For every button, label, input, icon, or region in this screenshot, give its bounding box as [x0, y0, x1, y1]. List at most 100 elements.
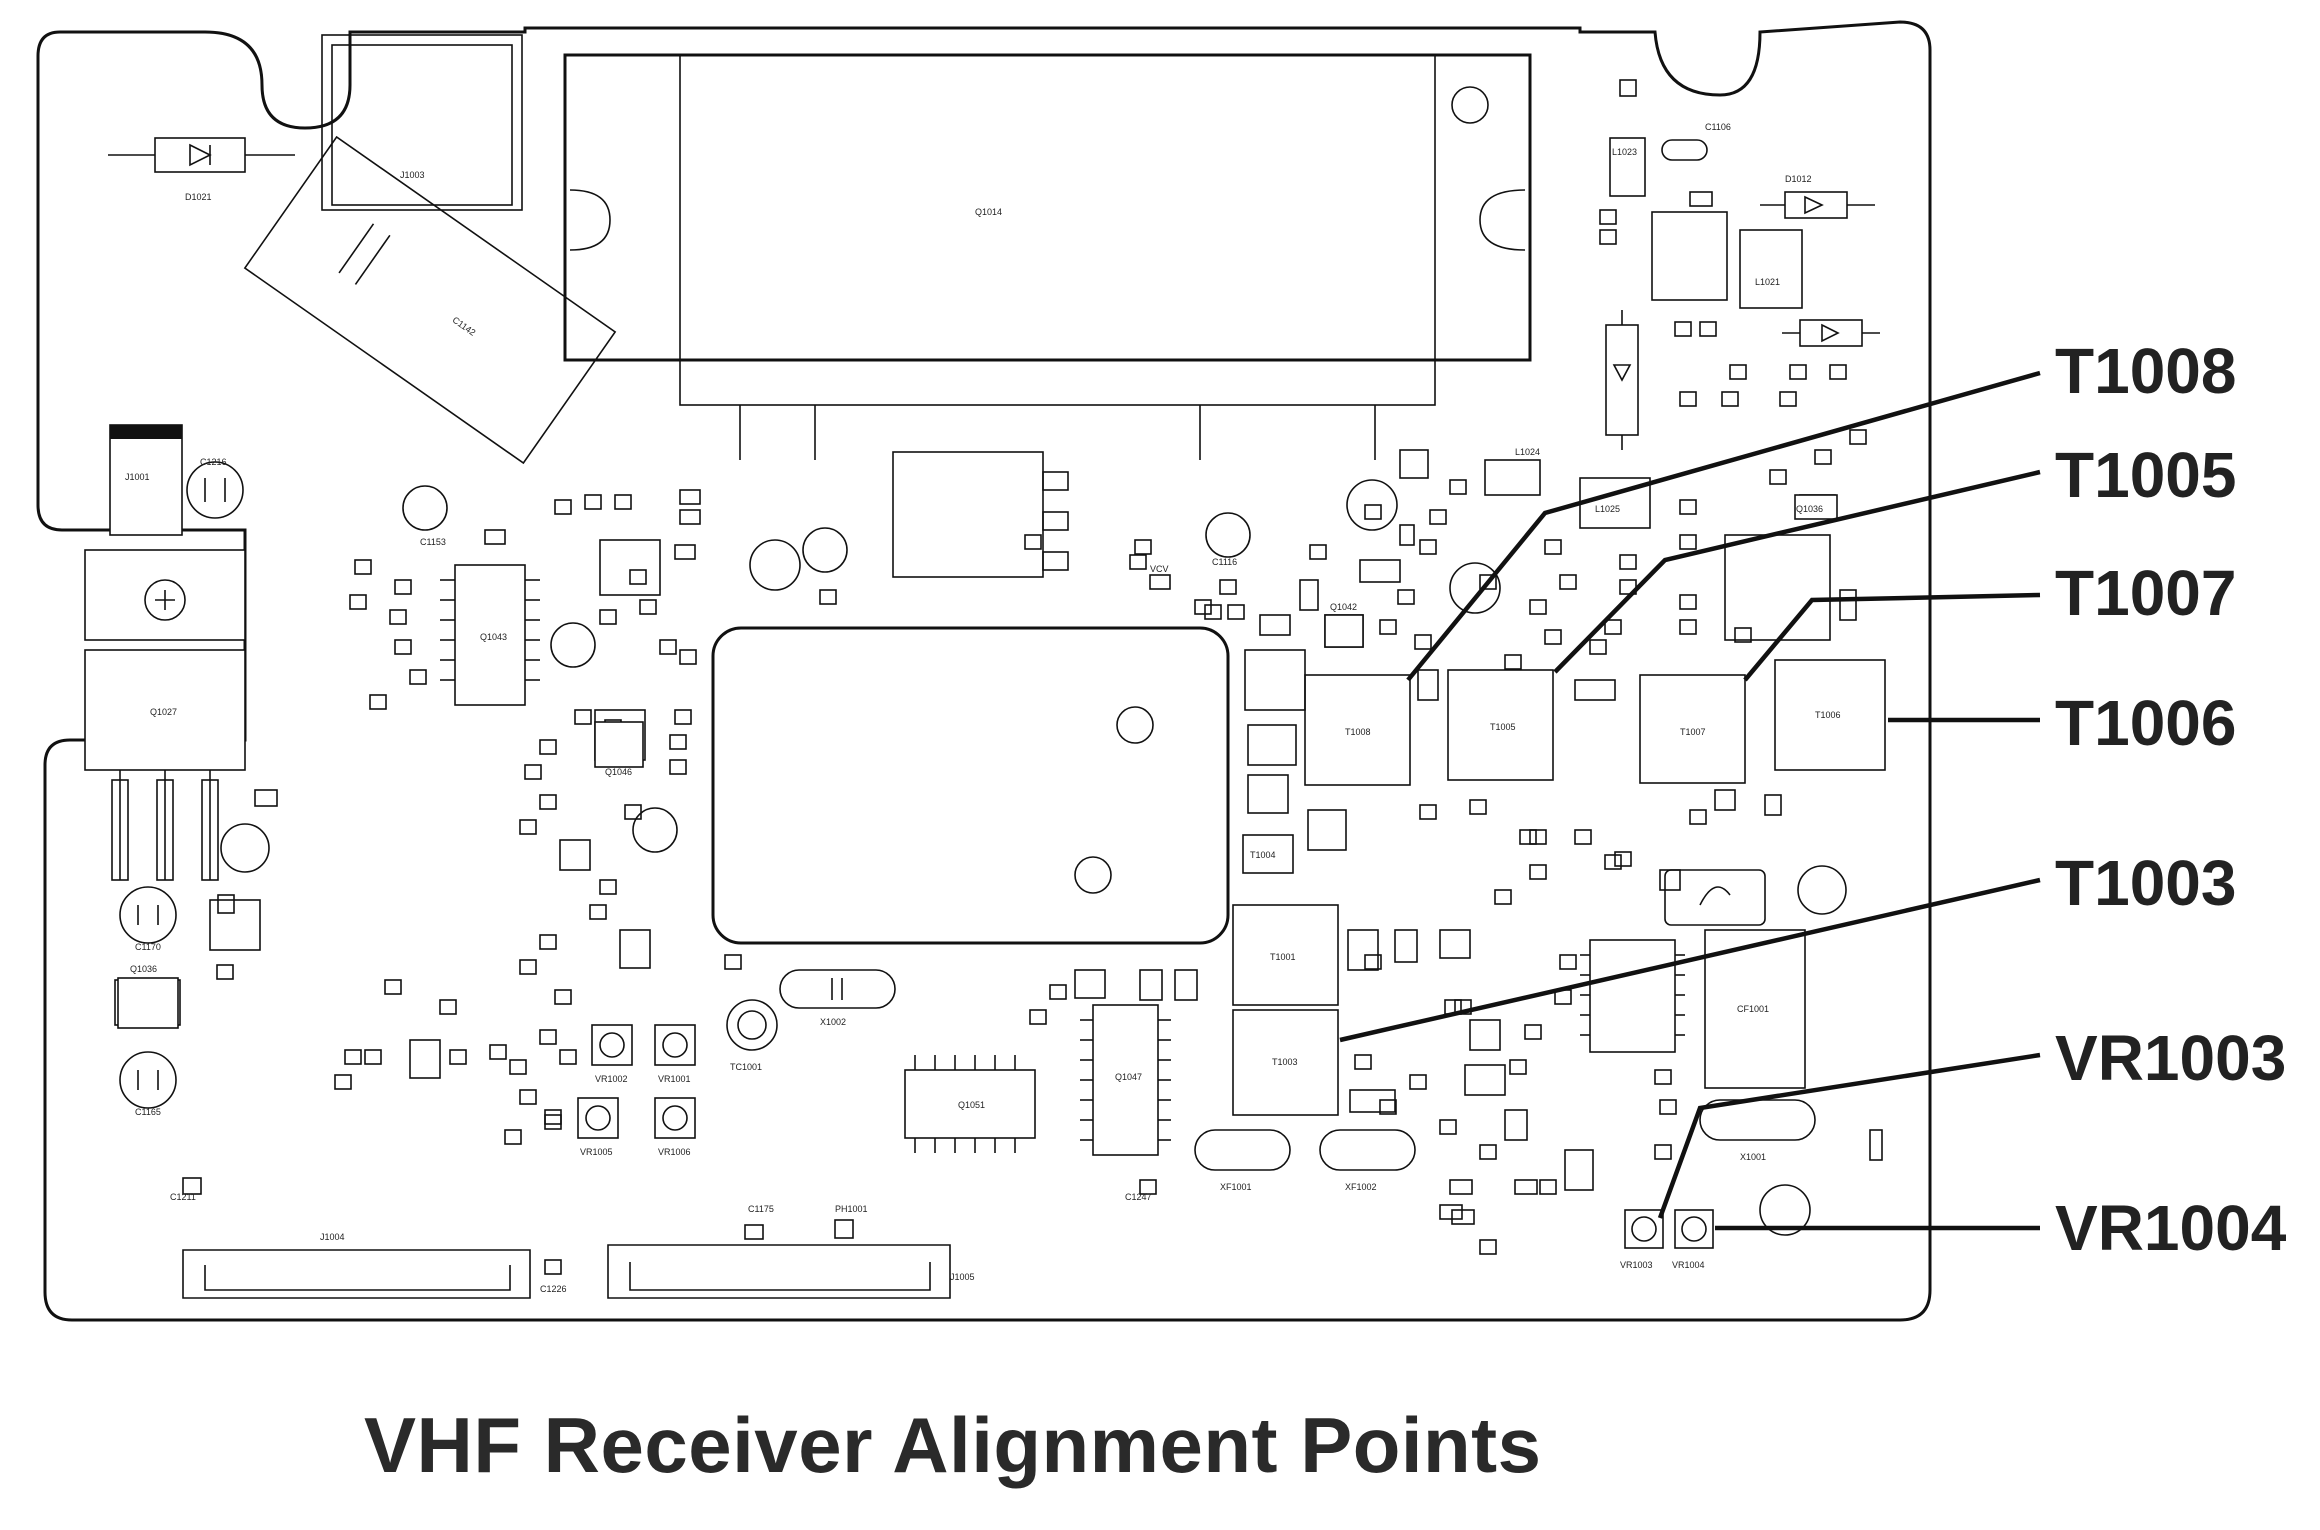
svg-text:L1021: L1021 [1755, 277, 1780, 287]
ph1001-label: PH1001 [835, 1204, 868, 1214]
q1027-regulator: Q1027 [84, 549, 246, 881]
c1211-label: C1211 [170, 1192, 196, 1202]
svg-text:J1003: J1003 [400, 170, 425, 180]
q1014-module: Q1014 [563, 53, 1532, 460]
capacitor-c1117 [749, 539, 801, 591]
svg-text:T1004: T1004 [1250, 850, 1276, 860]
svg-text:C1165: C1165 [135, 1107, 161, 1117]
svg-text:J1004: J1004 [320, 1232, 345, 1242]
svg-text:J1001: J1001 [125, 472, 150, 482]
q1047-ic: Q1047 [1080, 1004, 1171, 1156]
vr1005-pot: VR1005 [577, 1097, 619, 1157]
capacitor-c1116 [1205, 512, 1251, 558]
svg-text:C1170: C1170 [135, 942, 161, 952]
capacitor-c1069 [1759, 1184, 1811, 1236]
svg-text:Q1051: Q1051 [958, 1100, 985, 1110]
q1021-regulator [892, 451, 1069, 578]
xf1001-filter: XF1001 [1194, 1129, 1291, 1192]
c1116-label: C1116 [1212, 557, 1237, 567]
svg-text:Q1014: Q1014 [975, 207, 1002, 217]
vr1006-pot: VR1006 [654, 1097, 696, 1157]
l1025-label: L1025 [1595, 504, 1620, 514]
vr1004-pot: VR1004 [1672, 1209, 1714, 1270]
l1020-coil [1651, 211, 1728, 301]
svg-text:T1007: T1007 [1680, 727, 1706, 737]
c1247-label: C1247 [1125, 1192, 1152, 1202]
svg-text:Q1042: Q1042 [1330, 602, 1357, 612]
svg-text:TC1001: TC1001 [730, 1062, 762, 1072]
capacitor-c1150 [1449, 562, 1501, 614]
callout-vr1004: VR1004 [2055, 1192, 2287, 1264]
capacitor-c1138 [220, 823, 270, 873]
d1015-diode [1605, 310, 1639, 450]
capacitor-c1153 [402, 485, 448, 531]
c1165-capacitor: C1165 [119, 1051, 177, 1117]
callout-t1008: T1008 [2055, 335, 2236, 407]
leader-t1008 [1406, 370, 2041, 682]
vr1001-pot: VR1001 [654, 1024, 696, 1084]
svg-text:T1003: T1003 [1272, 1057, 1298, 1067]
svg-text:T1001: T1001 [1270, 952, 1296, 962]
svg-text:VR1001: VR1001 [658, 1074, 691, 1084]
c1142-capacitor: C1142 [243, 135, 617, 465]
cd1001-component [1664, 869, 1766, 926]
j1003-connector: J1003 [321, 34, 523, 211]
capacitor-c1152 [1346, 479, 1398, 531]
leader-vr1003 [1657, 1052, 2041, 1219]
q1003-ic [1580, 939, 1685, 1053]
l1023-label: L1023 [1612, 147, 1637, 157]
vr1003-pot: VR1003 [1620, 1209, 1664, 1270]
svg-text:Q1043: Q1043 [480, 632, 507, 642]
svg-text:D1012: D1012 [1785, 174, 1812, 184]
t1004-transformer: T1004 [1242, 834, 1294, 874]
x1002-crystal: X1002 [779, 969, 896, 1027]
q1043-ic: Q1043 [440, 564, 540, 706]
leader-t1007 [1743, 592, 2041, 682]
svg-text:VR1003: VR1003 [1620, 1260, 1653, 1270]
vr1002-pot: VR1002 [591, 1024, 633, 1084]
svg-text:VR1002: VR1002 [595, 1074, 628, 1084]
d1013-diode [1782, 319, 1880, 347]
c1216-capacitor: C1216 [186, 457, 244, 519]
c1170-capacitor: C1170 [119, 886, 177, 952]
svg-text:X1001: X1001 [1740, 1152, 1766, 1162]
callout-t1006: T1006 [2055, 687, 2236, 759]
cf1001-filter: CF1001 [1704, 929, 1806, 1089]
c1226-label: C1226 [540, 1284, 567, 1294]
d1012-diode: D1012 [1760, 174, 1875, 219]
svg-text:Q1027: Q1027 [150, 707, 177, 717]
t1009-can [1724, 534, 1831, 641]
shield-module [711, 626, 1230, 945]
capacitor-c1062 [1797, 865, 1847, 915]
svg-text:VR1005: VR1005 [580, 1147, 613, 1157]
d1021-diode: D1021 [108, 137, 295, 202]
svg-text:Q1047: Q1047 [1115, 1072, 1142, 1082]
t1006-can: T1006 [1774, 659, 1886, 771]
t1003-transformer: T1003 [1232, 1009, 1339, 1116]
callout-t1007: T1007 [2055, 557, 2236, 629]
j1004-connector: J1004 [182, 1232, 531, 1299]
l1024-coil: L1024 [1484, 447, 1541, 496]
svg-text:C1216: C1216 [200, 457, 227, 467]
t1001-transformer: T1001 [1232, 904, 1339, 1006]
c1106-capacitor: C1106 [1661, 122, 1731, 161]
t1005-can: T1005 [1447, 669, 1554, 781]
svg-text:XF1002: XF1002 [1345, 1182, 1377, 1192]
svg-text:VR1006: VR1006 [658, 1147, 691, 1157]
t1007-can: T1007 [1639, 674, 1746, 784]
x1001-crystal: X1001 [1699, 1099, 1816, 1162]
c1175-label: C1175 [748, 1204, 774, 1214]
leader-t1003 [1339, 877, 2041, 1043]
t1008-can: T1008 [1304, 674, 1411, 786]
leader-t1005 [1553, 469, 2041, 674]
svg-text:CF1001: CF1001 [1737, 1004, 1769, 1014]
l1021-coil: L1021 [1739, 229, 1803, 309]
leader-lines [1339, 370, 2041, 1231]
svg-text:Q1046: Q1046 [605, 767, 632, 777]
q1036-smd [544, 1114, 562, 1130]
q1042-transistor: Q1042 [1324, 602, 1364, 648]
svg-text:Q1036: Q1036 [130, 964, 157, 974]
capacitor-c1130 [632, 807, 678, 853]
l1023-coil [1609, 137, 1646, 197]
capacitor-c1120 [802, 527, 848, 573]
